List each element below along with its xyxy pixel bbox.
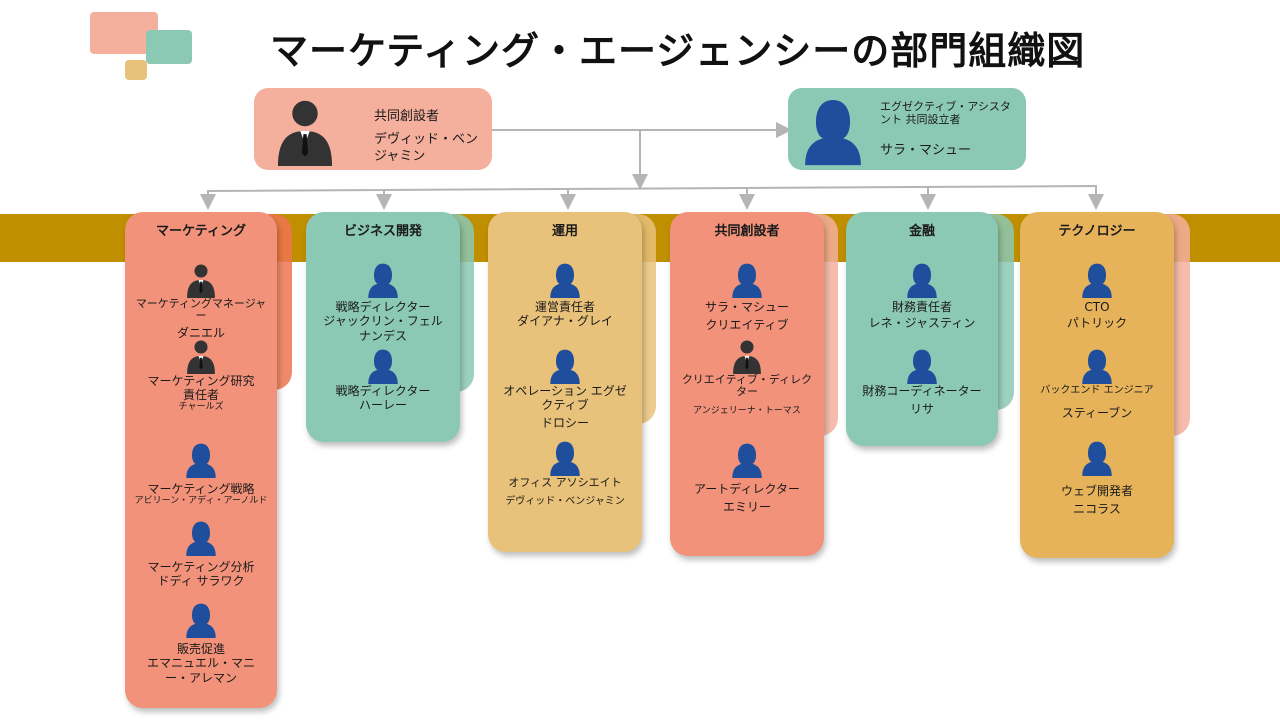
female-silhouette-icon xyxy=(1082,349,1112,384)
person-role: オペレーション エグゼクティブ xyxy=(503,384,627,412)
female-silhouette-icon xyxy=(907,349,937,384)
department-title: マーケティング xyxy=(156,224,246,239)
person-name: ドディ サラワク xyxy=(157,574,245,588)
person-card: マーケティングマネージャー ダニエル xyxy=(125,262,277,341)
person-name: チャールズ xyxy=(178,402,224,412)
person-role: 戦略ディレクター xyxy=(335,300,431,314)
person-card: 財務責任者 レネ・ジャスティン xyxy=(846,262,998,331)
person-name: レネ・ジャスティン xyxy=(868,316,976,330)
person-name: ニコラス xyxy=(1073,502,1121,516)
female-silhouette-icon xyxy=(368,349,398,384)
department-column-business-development: ビジネス開発 戦略ディレクター ジャックリン・フェルナンデス 戦略ディレクター … xyxy=(306,212,460,442)
person-name: クリエイティブ xyxy=(705,318,789,332)
department-title: ビジネス開発 xyxy=(343,224,422,239)
person-role: 財務責任者 xyxy=(891,300,952,314)
person-role: オフィス アソシエイト xyxy=(508,476,622,489)
person-name: ダニエル xyxy=(176,326,225,340)
leader-role: エグゼクティブ・アシスタント 共同設立者 xyxy=(880,100,1011,126)
female-silhouette-icon xyxy=(186,443,216,478)
person-name: アビリーン・アディ・アーノルド xyxy=(134,496,268,506)
department-title: 共同創設者 xyxy=(714,224,780,239)
person-role: マーケティング戦略 xyxy=(147,482,255,496)
person-card: バックエンド エンジニア スティーブン xyxy=(1020,348,1174,421)
person-card: 戦略ディレクター ジャックリン・フェルナンデス xyxy=(306,262,460,344)
person-role: マーケティング研究責任者 xyxy=(147,374,255,402)
female-silhouette-icon xyxy=(732,263,762,298)
person-role: 戦略ディレクター xyxy=(335,384,431,398)
leader-box-cofounder: 共同創設者 デヴィッド・ベンジャミン xyxy=(254,88,492,170)
person-role: CTO xyxy=(1084,300,1110,314)
person-name: ドロシー xyxy=(540,416,589,430)
department-column-finance: 金融 財務責任者 レネ・ジャスティン 財務コーディネーター リサ xyxy=(846,212,998,446)
female-silhouette-icon xyxy=(732,443,762,478)
page-title: マーケティング・エージェンシーの部門組織図 xyxy=(270,29,1086,73)
department-title: テクノロジー xyxy=(1058,224,1136,239)
person-card: マーケティング戦略 アビリーン・アディ・アーノルド xyxy=(125,442,277,507)
female-silhouette-icon xyxy=(907,263,937,298)
male-silhouette-icon xyxy=(187,340,215,374)
person-name: アンジェリーナ・トーマス xyxy=(693,406,801,416)
person-role: クリエイティブ・ディレクター xyxy=(681,373,813,398)
person-card: クリエイティブ・ディレクター アンジェリーナ・トーマス xyxy=(670,338,824,419)
person-card: マーケティング分析 ドディ サラワク xyxy=(125,520,277,589)
female-silhouette-icon xyxy=(550,263,580,298)
person-card: サラ・マシュー クリエイティブ xyxy=(670,262,824,333)
leader-name: デヴィッド・ベンジャミン xyxy=(374,132,479,164)
department-column-operations: 運用 運営責任者 ダイアナ・グレイ オペレーション エグゼクティブ ドロシー オ… xyxy=(488,212,642,552)
female-silhouette-icon xyxy=(368,263,398,298)
person-role: バックエンド エンジニア xyxy=(1040,385,1154,396)
person-name: リサ xyxy=(909,402,934,416)
female-silhouette-icon xyxy=(805,100,861,166)
person-card: ウェブ開発者 ニコラス xyxy=(1020,440,1174,517)
person-name: ジャックリン・フェルナンデス xyxy=(323,314,443,343)
person-role: 財務コーディネーター xyxy=(862,384,982,398)
female-silhouette-icon xyxy=(186,521,216,556)
department-column-technology: テクノロジー CTO パトリック バックエンド エンジニア スティーブン ウェブ… xyxy=(1020,212,1174,558)
female-silhouette-icon xyxy=(550,349,580,384)
person-card: 運営責任者 ダイアナ・グレイ xyxy=(488,262,642,329)
logo-square-teal xyxy=(146,30,192,64)
person-role: マーケティングマネージャー xyxy=(135,297,267,322)
department-title: 運用 xyxy=(551,224,578,239)
person-role: サラ・マシュー xyxy=(704,300,789,314)
person-role: マーケティング分析 xyxy=(147,560,255,574)
person-card: オフィス アソシエイト デヴィッド・ベンジャミン xyxy=(488,440,642,509)
leader-name: サラ・マシュー xyxy=(880,143,972,158)
logo-square-gold xyxy=(125,60,147,80)
department-column-marketing: マーケティング マーケティングマネージャー ダニエル マーケティング研究責任者 … xyxy=(125,212,277,708)
person-card: オペレーション エグゼクティブ ドロシー xyxy=(488,348,642,431)
person-name: パトリック xyxy=(1066,316,1128,330)
female-silhouette-icon xyxy=(1082,263,1112,298)
person-role: 販売促進 xyxy=(176,642,225,656)
person-name: エマニュエル・マニー・アレマン xyxy=(147,656,256,685)
male-silhouette-icon xyxy=(277,100,333,166)
person-card: CTO パトリック xyxy=(1020,262,1174,331)
male-silhouette-icon xyxy=(733,340,761,374)
male-silhouette-icon xyxy=(187,264,215,298)
department-column-cofounder: 共同創設者 サラ・マシュー クリエイティブ クリエイティブ・ディレクター アンジ… xyxy=(670,212,824,556)
person-card: アートディレクター エミリー xyxy=(670,442,824,515)
female-silhouette-icon xyxy=(1082,441,1112,476)
person-name: デヴィッド・ベンジャミン xyxy=(505,496,625,507)
person-role: 運営責任者 xyxy=(534,300,595,314)
person-name: エミリー xyxy=(722,500,771,514)
person-card: 販売促進 エマニュエル・マニー・アレマン xyxy=(125,602,277,686)
person-card: マーケティング研究責任者 チャールズ xyxy=(125,338,277,413)
female-silhouette-icon xyxy=(550,441,580,476)
person-card: 戦略ディレクター ハーレー xyxy=(306,348,460,413)
leader-role: 共同創設者 xyxy=(374,109,440,124)
person-card: 財務コーディネーター リサ xyxy=(846,348,998,417)
person-name: スティーブン xyxy=(1061,406,1133,420)
person-role: アートディレクター xyxy=(694,482,800,496)
department-title: 金融 xyxy=(908,224,935,239)
female-silhouette-icon xyxy=(186,603,216,638)
person-role: ウェブ開発者 xyxy=(1060,484,1133,498)
leader-box-assistant: エグゼクティブ・アシスタント 共同設立者 サラ・マシュー xyxy=(788,88,1026,170)
person-name: ハーレー xyxy=(358,398,407,412)
person-name: ダイアナ・グレイ xyxy=(517,314,613,328)
